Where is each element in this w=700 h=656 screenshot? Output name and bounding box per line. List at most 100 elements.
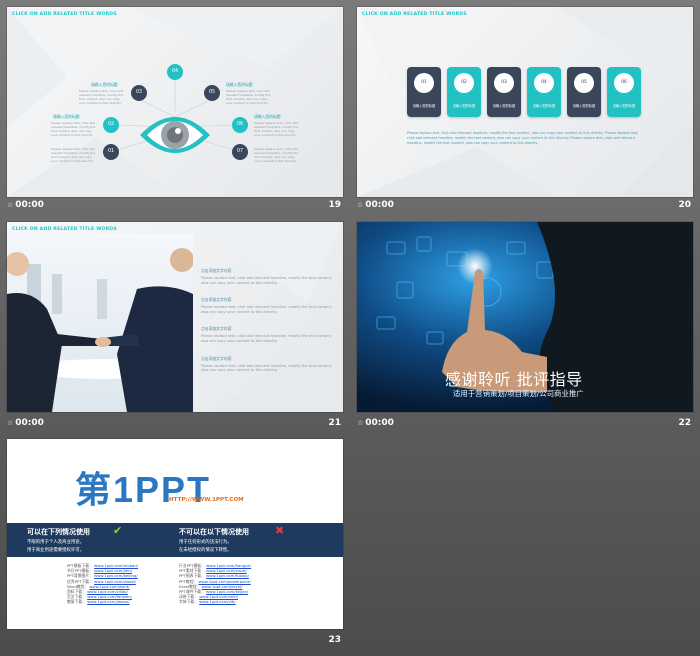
- eye-item-circle-01: 01: [103, 144, 119, 160]
- slide-meta-20: ☆00:00 20: [357, 200, 693, 214]
- eye-item-desc-07: Please replace text, click add relevant …: [254, 147, 299, 163]
- eye-item-desc-03: Please replace text, click add relevant …: [79, 89, 124, 105]
- slide-number: 23: [328, 635, 341, 645]
- card-number: 03: [494, 73, 514, 93]
- eye-item-circle-04: 04: [167, 64, 183, 80]
- slide-time: 00:00: [15, 200, 44, 210]
- item-body-2: Please replace text, click add relevant …: [201, 305, 333, 314]
- link[interactable]: www.1ppt.com/beijing/: [94, 573, 138, 579]
- card-label: 请输入您的标题: [412, 104, 436, 108]
- logo-text: 第1PPT: [75, 469, 212, 510]
- card-number: 05: [574, 73, 594, 93]
- card-05: 05 请输入您的标题: [567, 67, 601, 117]
- link[interactable]: www.1ppt.com/kejian/: [206, 589, 249, 595]
- item-body-1: Please replace text, click add relevant …: [201, 276, 333, 285]
- slide-number: 19: [328, 200, 341, 210]
- card-label: 请输入您的标题: [532, 104, 556, 108]
- thanks-subtitle: 适用于营销策划/项目策划/公司商业推广: [453, 389, 584, 398]
- eye-item-desc-05: Please replace text, click add relevant …: [226, 89, 271, 105]
- slide-number: 21: [328, 418, 341, 428]
- slide-thumbnail-22[interactable]: 感谢聆听 批评指导 适用于营销策划/项目策划/公司商业推广: [357, 222, 693, 412]
- item-title-3: 点击添加文字内容: [201, 326, 232, 332]
- eye-item-circle-03: 03: [131, 85, 147, 101]
- item-body-3: Please replace text, click add relevant …: [201, 334, 333, 343]
- card-01: 01 请输入您的标题: [407, 67, 441, 117]
- slide-number: 20: [678, 200, 691, 210]
- polygon-background: [7, 7, 343, 197]
- links-right: 行业PPT模板： www.1ppt.com/hangye/ PPT素材下载： w…: [179, 563, 252, 605]
- link[interactable]: www.1ppt.com/fanwen/: [87, 594, 132, 600]
- slide-thumbnail-20[interactable]: CLICK ON ADD RELATED TITLE WORDS 01 请输入您…: [357, 7, 693, 197]
- body-text: Please replace text, click add relevant …: [407, 131, 639, 145]
- eye-item-label-06: 请输入您的标题: [254, 114, 281, 119]
- links-left: PPT模板下载： www.1ppt.com/moban/ 节日PPT模板： ww…: [67, 563, 139, 605]
- slide-meta-23: 23: [7, 635, 343, 649]
- eye-item-circle-02: 02: [103, 117, 119, 133]
- slide-header-tag: CLICK ON ADD RELATED TITLE WORDS: [12, 227, 117, 232]
- thanks-title: 感谢聆听 批评指导: [445, 370, 583, 389]
- can-item-2: 用于商业用途需要授权许可。: [27, 548, 85, 553]
- polygon-background: [357, 7, 693, 197]
- link[interactable]: www.1ppt.com/jiaoan/: [87, 599, 130, 605]
- link[interactable]: www.1ppt.com/hangye/: [206, 563, 252, 568]
- item-title-2: 点击添加文字内容: [201, 297, 232, 303]
- slide-number: 22: [678, 418, 691, 428]
- link[interactable]: www.1ppt.com/ziti/: [199, 599, 236, 605]
- slide-thumbnail-21[interactable]: CLICK ON ADD RELATED TITLE WORDS 点击添加文字内…: [7, 222, 343, 412]
- link[interactable]: www.1ppt.com/sucai/: [206, 568, 247, 574]
- transition-icon: ☆: [7, 419, 14, 427]
- card-04: 04 请输入您的标题: [527, 67, 561, 117]
- brand-logo: 第1PPT: [75, 461, 211, 513]
- link[interactable]: www.1ppt.com/shiti/: [199, 594, 238, 600]
- card-number: 02: [454, 73, 474, 93]
- slide-time: 00:00: [365, 200, 394, 210]
- item-title-4: 点击添加文字内容: [201, 355, 232, 361]
- card-06: 06 请输入您的标题: [607, 67, 641, 117]
- cross-icon: ✖: [275, 524, 285, 537]
- eye-item-desc-06: Please replace text, click add relevant …: [254, 121, 299, 137]
- eye-item-desc-01: Please replace text, click add relevant …: [51, 147, 96, 163]
- eye-item-circle-07: 07: [232, 144, 248, 160]
- logo-url: HTTP://WWW.1PPT.COM: [169, 497, 244, 503]
- polygon-background: [197, 222, 343, 412]
- slide-meta-21: ☆00:00 21: [7, 418, 343, 432]
- slide-time: 00:00: [15, 418, 44, 428]
- link[interactable]: www.1ppt.com/moban/: [94, 563, 139, 568]
- eye-diagram: [111, 79, 241, 153]
- usage-bar: 可以在下列情况使用 ✔ 不可以在以下情况使用 ✖ 不限的用于个人及商业用途。 用…: [7, 523, 343, 557]
- card-label: 请输入您的标题: [492, 104, 516, 108]
- link[interactable]: www.1ppt.com/powerpoint/: [198, 578, 251, 584]
- slide-thumbnail-19[interactable]: CLICK ON ADD RELATED TITLE WORDS 01 02 0…: [7, 7, 343, 197]
- eye-item-label-02: 请输入您的标题: [53, 114, 80, 119]
- card-label: 请输入您的标题: [452, 104, 476, 108]
- slide-meta-19: ☆00:00 19: [7, 200, 343, 214]
- card-02: 02 请输入您的标题: [447, 67, 481, 117]
- eye-item-circle-06: 06: [232, 117, 248, 133]
- slide-thumbnail-23[interactable]: 第1PPT HTTP://WWW.1PPT.COM 可以在下列情况使用 ✔ 不可…: [7, 439, 343, 629]
- slide-time: 00:00: [365, 418, 394, 428]
- card-number: 04: [534, 73, 554, 93]
- link[interactable]: www.1ppt.com/ziliao/: [87, 589, 128, 595]
- cannot-use-title: 不可以在以下情况使用: [179, 528, 249, 536]
- item-body-4: Please replace text, click add relevant …: [201, 363, 333, 373]
- card-number: 01: [414, 73, 434, 93]
- touch-screen-photo: [357, 222, 693, 412]
- slide-header-tag: CLICK ON ADD RELATED TITLE WORDS: [12, 12, 117, 17]
- cannot-item-2: 在未经授权的情况下转售。: [179, 548, 232, 553]
- transition-icon: ☆: [357, 201, 364, 209]
- link[interactable]: www.1ppt.com/xiazai/: [94, 578, 136, 584]
- link[interactable]: www.1ppt.com/jieri/: [94, 568, 132, 574]
- card-label: 请输入您的标题: [572, 104, 596, 108]
- link[interactable]: www.1ppt.com/excel/: [201, 583, 243, 589]
- handshake-photo: [7, 234, 193, 412]
- transition-icon: ☆: [7, 201, 14, 209]
- card-03: 03 请输入您的标题: [487, 67, 521, 117]
- link[interactable]: www.1ppt.com/word/: [89, 583, 130, 589]
- link[interactable]: www.1ppt.com/tubiao/: [206, 573, 249, 579]
- transition-icon: ☆: [357, 419, 364, 427]
- can-item-1: 不限的用于个人及商业用途。: [27, 540, 85, 545]
- card-number: 06: [614, 73, 634, 93]
- eye-item-circle-05: 05: [204, 85, 220, 101]
- slide-meta-22: ☆00:00 22: [357, 418, 693, 432]
- check-icon: ✔: [113, 524, 123, 537]
